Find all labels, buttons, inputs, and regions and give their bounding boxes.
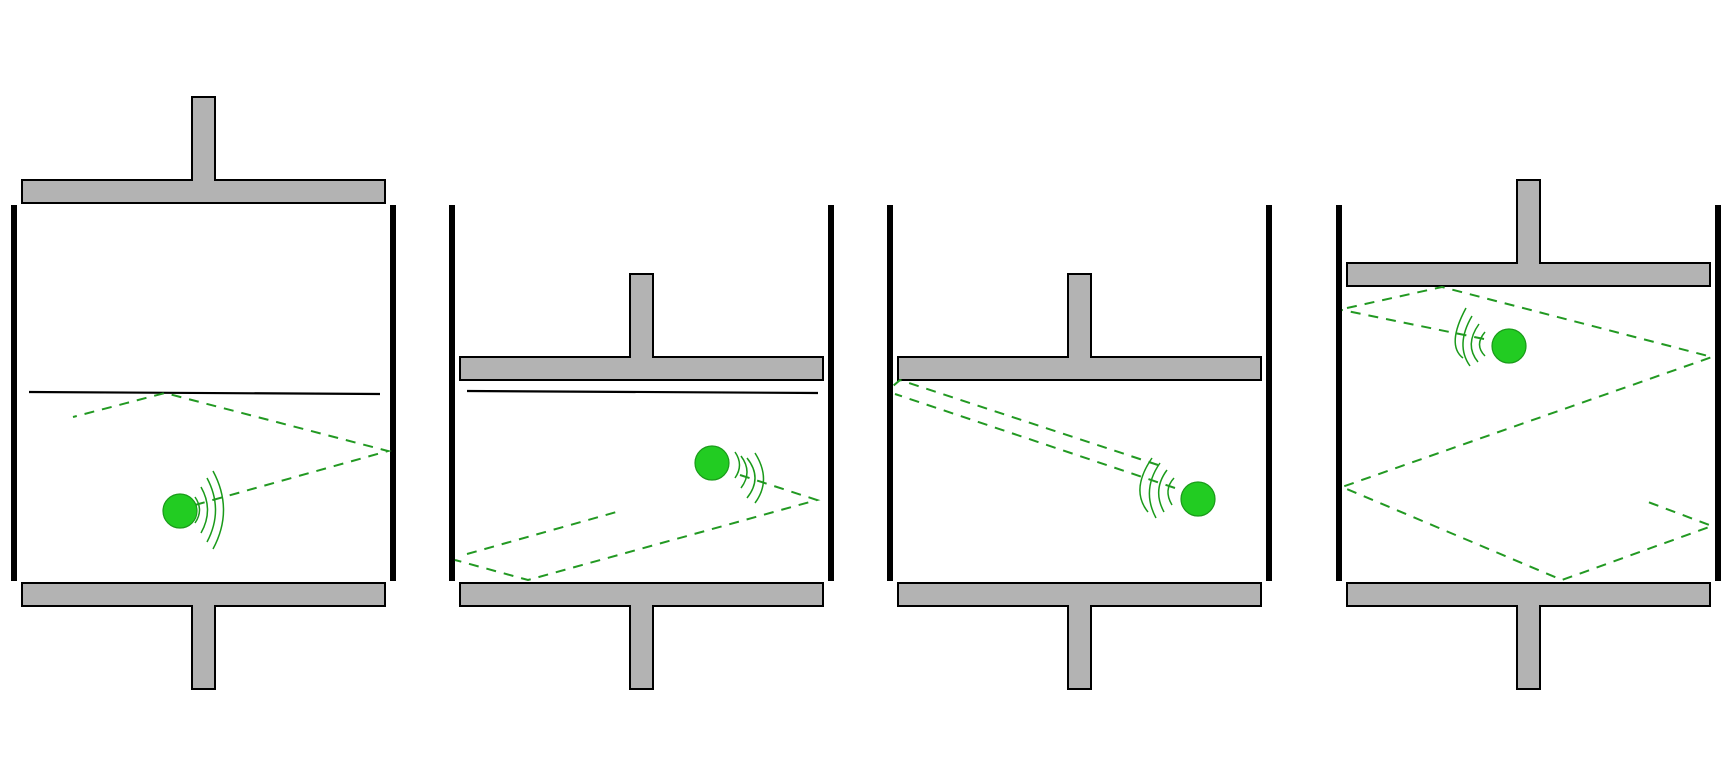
sound-waves [194,470,225,550]
panel-1 [11,96,396,690]
sound-ray [892,378,1159,466]
sound-waves [734,451,765,504]
membrane-line [28,390,381,396]
sound-source-dot [694,445,730,481]
sound-ray [1339,285,1716,582]
top-piston [897,273,1262,381]
sound-waves [1139,457,1175,519]
sound-waves [1454,307,1486,367]
panel-3 [887,205,1272,690]
sound-ray [72,391,392,506]
sound-ray-segment [466,510,621,555]
top-piston [459,273,824,381]
sound-ray [894,393,1176,489]
bottom-piston [1346,582,1711,690]
membrane-line [466,389,819,395]
bottom-piston [21,582,386,690]
bottom-piston [897,582,1262,690]
bottom-piston [459,582,824,690]
sound-source-dot [1491,328,1527,364]
sound-source-dot [162,493,198,529]
top-piston [21,96,386,204]
panel-4 [1336,179,1721,690]
sound-ray [1341,309,1485,340]
sound-source-dot [1180,481,1216,517]
panel-2 [449,205,834,690]
sound-ray [454,474,821,582]
top-piston [1346,179,1711,287]
